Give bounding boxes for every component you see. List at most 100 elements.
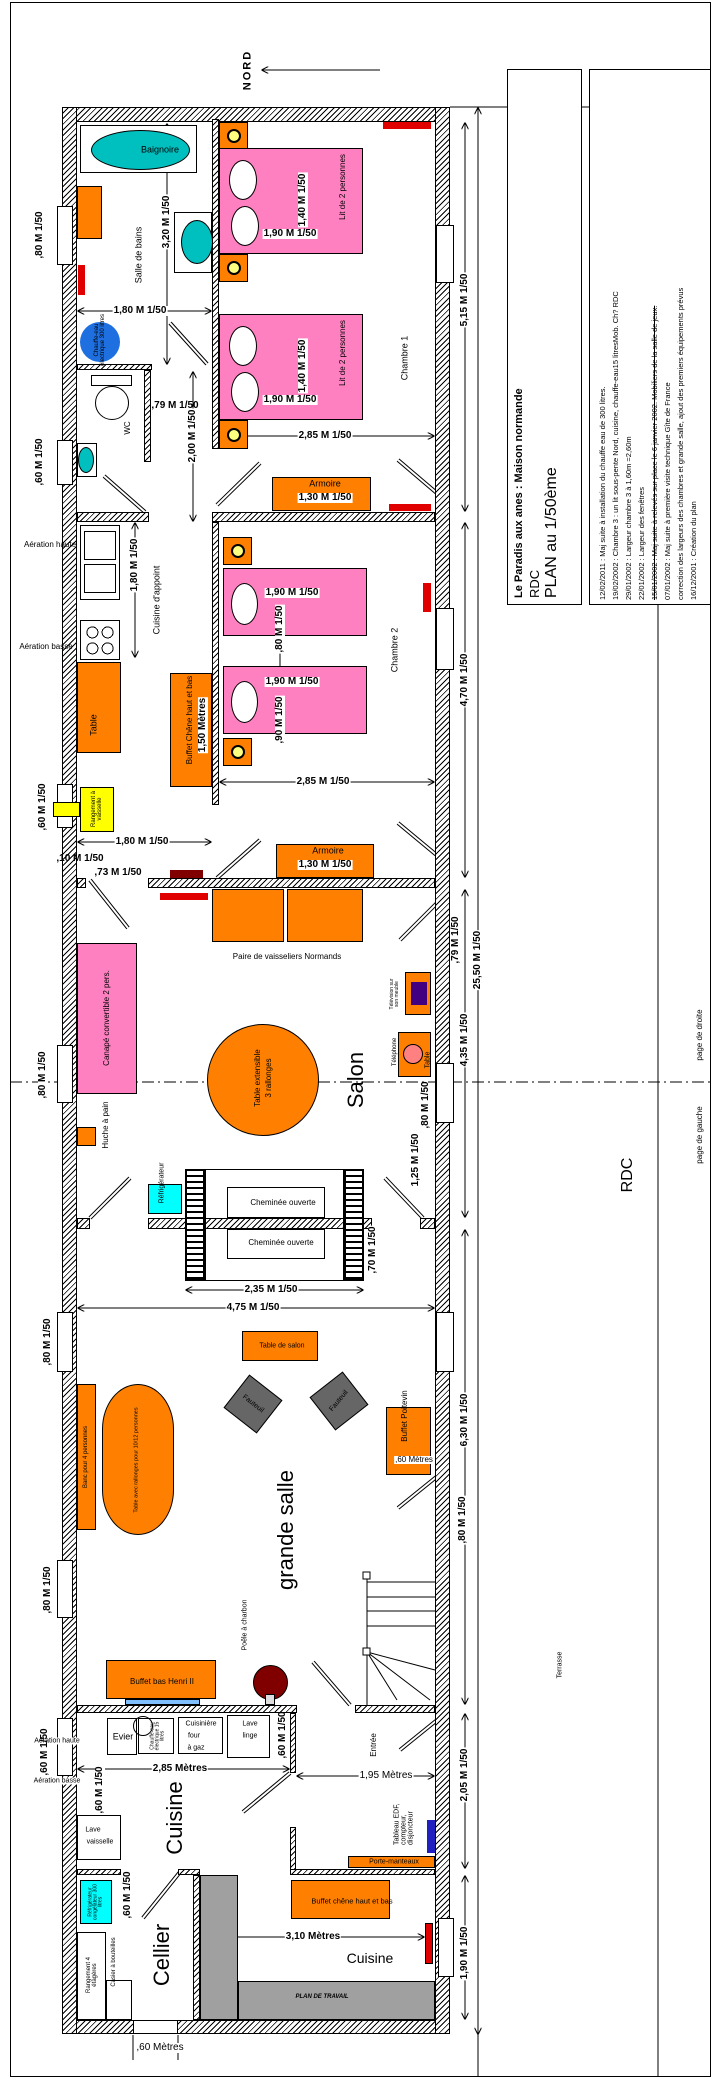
dimension-label: 1,30 M 1/50: [297, 492, 353, 503]
edf-panel: [427, 1820, 435, 1853]
notes-box: [589, 69, 711, 605]
bathtub-label: Baignoire: [140, 144, 180, 155]
sink: [107, 1718, 137, 1755]
dimension-label: 2,85 Mètres: [151, 1763, 209, 1774]
window: [436, 608, 454, 670]
sheet-level: RDC: [619, 1157, 636, 1193]
cooker-label-2: four: [187, 1732, 201, 1740]
page-right-label: page de droite: [695, 1009, 704, 1061]
dimension-label: 1,40 M 1/50: [297, 338, 308, 394]
room-label-salon: Salon: [343, 1051, 368, 1109]
dining-table: [102, 1384, 174, 1535]
fireplace-brick: [344, 1169, 364, 1281]
dimension-label: ,73 M 1/50: [94, 867, 142, 878]
window: [57, 206, 73, 265]
window: [57, 1718, 73, 1776]
washer-label: Lave: [242, 1720, 258, 1728]
inner-wall: [355, 1705, 435, 1713]
dimension-label: 4,35 M 1/50: [459, 1012, 470, 1068]
dishwasher-label-2: vaisselle: [86, 1838, 114, 1846]
room-label-cellar: Cellier: [149, 1923, 174, 1987]
dish-rack-label: Rangement à vaisselle: [91, 790, 103, 828]
worktop: [200, 1875, 238, 2020]
window: [57, 440, 73, 485]
edf-panel-label: Tableau EDF, compteur, disjoncteur: [393, 1803, 415, 1845]
dimension-label: ,80 M 1/50: [457, 1495, 468, 1545]
fridge-freezer: [80, 1880, 112, 1924]
washer-label-2: linge: [242, 1732, 258, 1740]
vent-low-label: Aération basse: [33, 1777, 81, 1785]
dimension-label: ,79 M 1/50: [450, 915, 461, 965]
dimension-label: 4,75 M 1/50: [225, 1302, 281, 1313]
dimension-label: ,90 M 1/50: [274, 695, 285, 745]
fireplace-brick: [185, 1169, 205, 1281]
worktop-label: PLAN DE TRAVAIL: [295, 1994, 349, 2000]
note: 22/01/2002 : Largeur des fenêtres: [637, 487, 646, 600]
dining-table-label: Table avec rallonges pour 10/12 personne…: [133, 1407, 140, 1513]
dimension-label: ,80 M 1/50: [34, 210, 45, 260]
bottle-rack-label: Casier à bouteilles: [111, 1937, 117, 1987]
wardrobe-label: Armoire: [312, 845, 344, 856]
radiator: [389, 504, 431, 511]
window: [436, 225, 454, 283]
dimension-label: 1,50 Mètres: [197, 696, 208, 754]
dimension-label: ,80 M 1/50: [37, 1050, 48, 1100]
dresser: [287, 889, 363, 942]
note: 15/01/2002 : Maj suite à relevés sur pla…: [650, 305, 659, 600]
radiator: [160, 893, 208, 900]
vent-low-label: Aération basse: [19, 642, 73, 651]
dimension-label: 1,25 M 1/50: [410, 1132, 421, 1188]
fridge: [148, 1184, 182, 1214]
vent-high-label: Aération haute: [23, 540, 77, 549]
dish-rack: [80, 787, 114, 832]
shelves: [77, 1932, 106, 2020]
dimension-label: 3,10 Mètres: [284, 1931, 342, 1942]
dimension-label: ,80 M 1/50: [420, 1081, 431, 1129]
small-water-heater-label: Chauffe-eau électrique 15 litres: [149, 1721, 166, 1751]
inner-wall: [178, 1869, 200, 1875]
dimension-label: 1,90 M 1/50: [262, 228, 318, 239]
buffet-label: Buffet Chêne haut et bas: [185, 675, 194, 765]
dimension-label: 2,00 M 1/50: [187, 408, 198, 464]
round-table-label-2: 3 rallonges: [264, 1058, 273, 1098]
coffee-table-label: Table de salon: [259, 1342, 305, 1350]
inner-wall: [77, 878, 86, 888]
round-table-label: Table extensible: [253, 1049, 262, 1107]
nightstand: [223, 738, 252, 766]
buffet-base: [125, 1699, 200, 1705]
room-label-kitchenette: Cuisine d'appoint: [151, 565, 162, 635]
inner-wall: [77, 364, 152, 370]
dimension-label: 2,85 M 1/50: [295, 776, 351, 787]
dimension-label: ,60 M 1/50: [37, 782, 48, 832]
bed-label: Lit de 2 personnes: [338, 320, 347, 386]
sofa-bed: [77, 943, 137, 1094]
room-label-great-room: grande salle: [273, 1470, 298, 1590]
note: 19/02/2002 : Chambre 3 : un lit sous-pen…: [611, 291, 620, 600]
window: [436, 1063, 454, 1123]
coat-rack-label: Porte-manteaux: [369, 1858, 419, 1866]
bed-label: Lit de 2 personnes: [338, 154, 347, 220]
note: 07/01/2002 : Maj suite à première visite…: [663, 382, 672, 600]
sink-label: Evier: [112, 1731, 134, 1742]
dishwasher: [77, 1815, 121, 1860]
sink-basin: [84, 564, 116, 593]
dimension-label: ,80 M 1/50: [42, 1565, 53, 1615]
dimension-label: ,60 M 1/50: [94, 1765, 105, 1815]
dimension-label: 1,80 M 1/50: [112, 305, 168, 316]
phone-table-label: Table: [424, 1051, 432, 1069]
outer-wall-south: [62, 2020, 450, 2034]
room-label-bedroom1: Chambre 1: [399, 335, 410, 381]
dimension-label: 4,70 M 1/50: [459, 652, 470, 708]
dimension-label: 6,30 M 1/50: [459, 1392, 470, 1448]
cooker: [178, 1717, 223, 1754]
note: 29/01/2002 : Largeur chambre 3 à 1,60m =…: [624, 436, 633, 600]
revision-notes: 12/02/2011 : Maj suite à installation du…: [596, 80, 700, 600]
inner-wall: [290, 1869, 435, 1875]
coat-rack: [348, 1856, 435, 1868]
plan-title: Le Paradis aux anes : Maison normande: [513, 388, 525, 598]
pillow: [229, 160, 257, 200]
terrace-label: Terrasse: [556, 1651, 564, 1679]
bottle-rack: [106, 1980, 132, 2020]
radiator: [425, 1923, 433, 1964]
title-box: [507, 69, 582, 605]
